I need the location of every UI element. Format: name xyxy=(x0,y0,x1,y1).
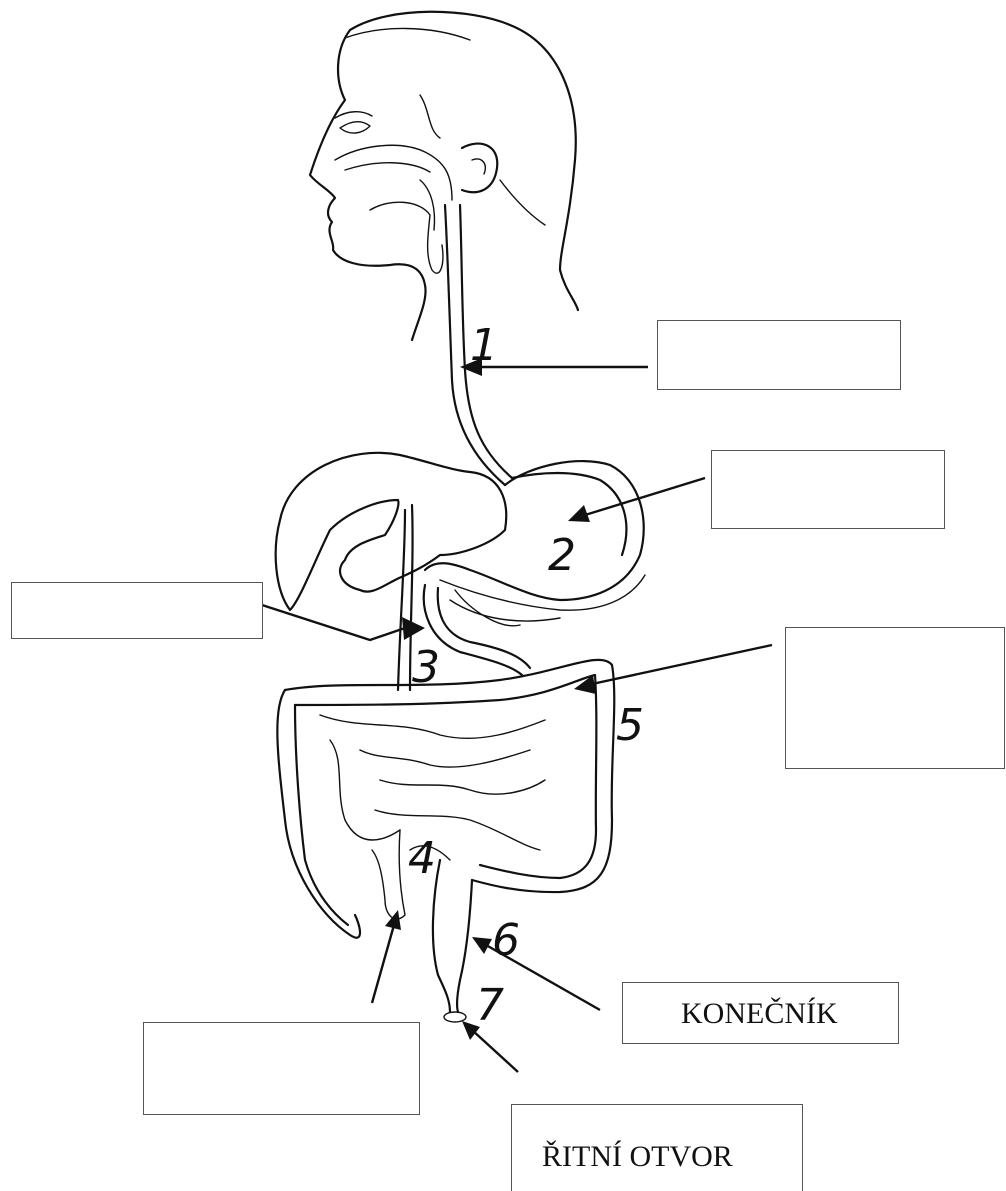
label-text-rectum: KONEČNÍK xyxy=(681,997,838,1031)
label-box-small-intestine[interactable] xyxy=(143,1022,420,1115)
label-box-large-intestine[interactable] xyxy=(785,627,1005,769)
anus-opening xyxy=(444,1012,466,1022)
large-intestine-drawing xyxy=(277,660,614,938)
label-box-rectum[interactable]: KONEČNÍK xyxy=(622,982,899,1044)
arrow-large-intestine xyxy=(574,645,772,694)
number-2: 2 xyxy=(548,530,576,581)
arrow-stomach xyxy=(568,478,705,522)
label-box-esophagus[interactable] xyxy=(657,320,901,390)
rectum-drawing xyxy=(433,860,472,1022)
number-7: 7 xyxy=(476,980,504,1031)
number-4: 4 xyxy=(408,833,436,884)
liver-drawing xyxy=(276,453,507,610)
head-outline xyxy=(310,12,578,340)
label-box-stomach[interactable] xyxy=(711,450,945,529)
number-3: 3 xyxy=(412,642,440,693)
arrow-small-intestine xyxy=(372,910,401,1003)
number-5: 5 xyxy=(616,700,644,751)
number-6: 6 xyxy=(492,915,520,966)
label-box-anus[interactable]: ŘITNÍ OTVOR xyxy=(511,1104,803,1191)
stomach-drawing xyxy=(425,461,645,626)
label-box-duodenum[interactable] xyxy=(11,582,263,639)
label-text-anus: ŘITNÍ OTVOR xyxy=(542,1140,733,1174)
